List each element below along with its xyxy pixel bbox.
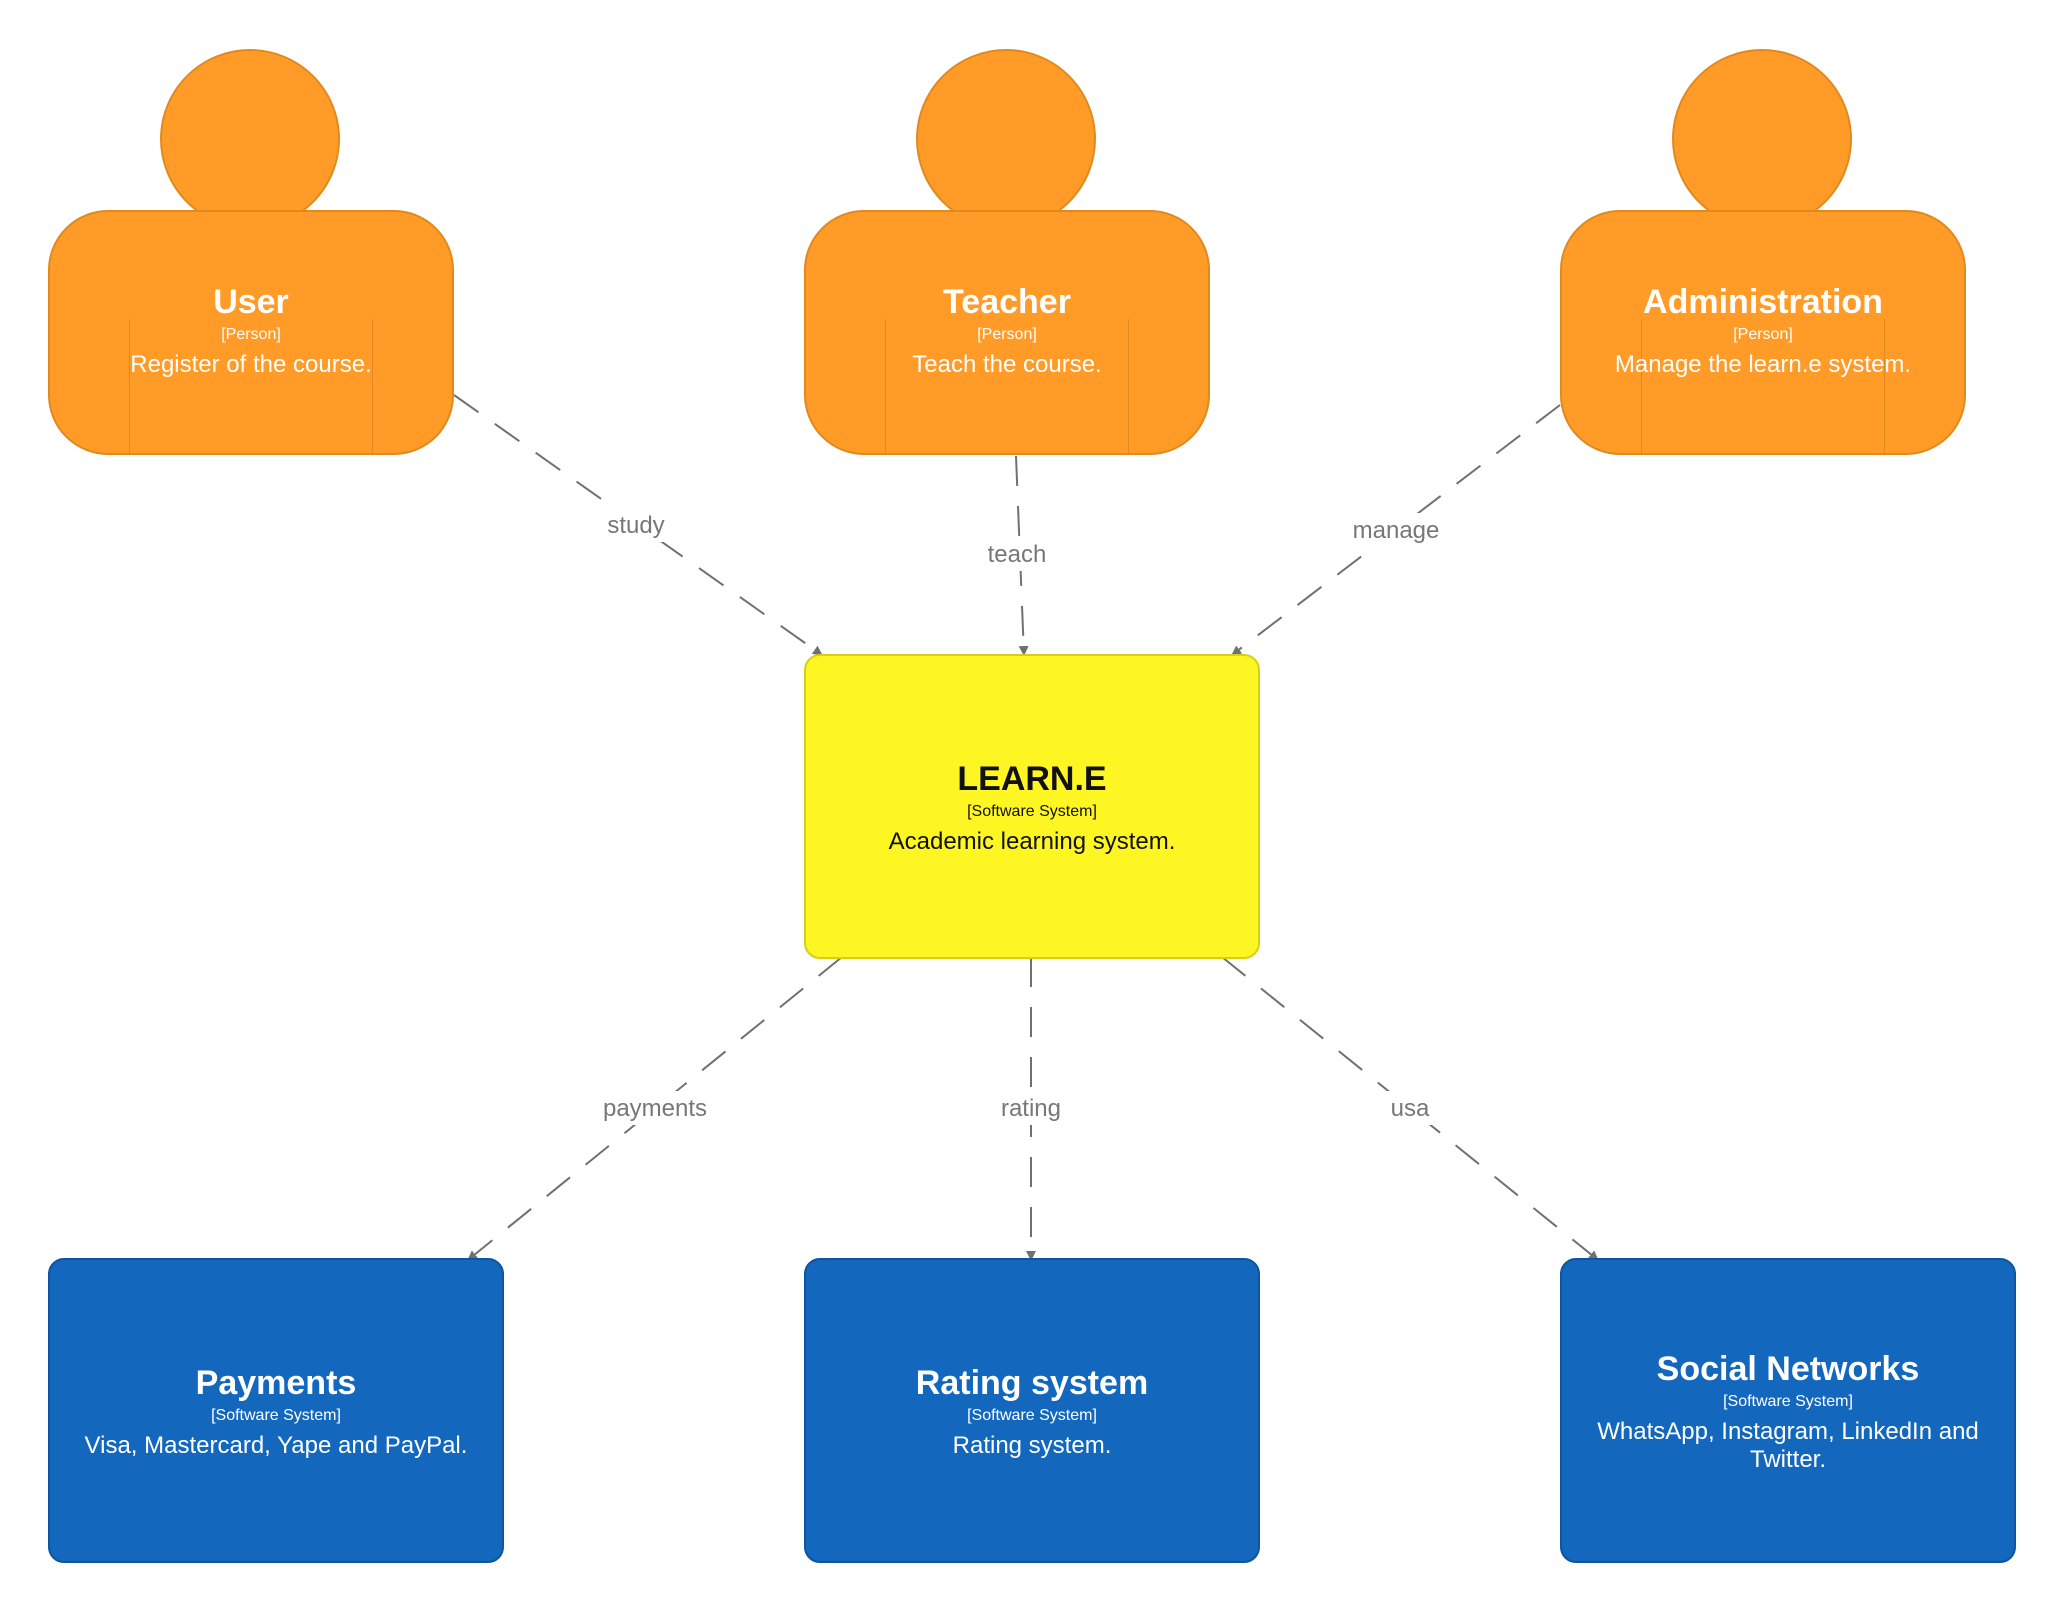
person-divider	[885, 319, 886, 455]
person-divider	[129, 319, 130, 455]
person-divider	[1884, 319, 1885, 455]
edge-label-bg	[594, 1091, 716, 1125]
person-text: Teacher [Person] Teach the course.	[814, 281, 1200, 379]
person-head-icon	[1672, 49, 1852, 229]
person-tag: [Person]	[977, 326, 1037, 343]
person-tag: [Person]	[221, 326, 281, 343]
system-description: Visa, Mastercard, Yape and PayPal.	[84, 1431, 468, 1459]
edge-label-teach: teach	[988, 541, 1047, 568]
edge-usa	[1221, 956, 1599, 1261]
system-social-networks[interactable]: Social Networks [Software System] WhatsA…	[1560, 1258, 2016, 1563]
person-name: Administration	[1643, 283, 1883, 321]
edge-label-usa: usa	[1391, 1095, 1430, 1122]
system-description: WhatsApp, Instagram, LinkedIn and Twitte…	[1597, 1417, 1979, 1473]
person-divider	[1128, 319, 1129, 455]
edge-label-bg	[1342, 513, 1450, 547]
person-head-icon	[160, 49, 340, 229]
system-description: Rating system.	[952, 1431, 1112, 1459]
system-tag: [Software System]	[967, 1406, 1097, 1424]
person-name: User	[213, 283, 289, 321]
person-tag: [Person]	[1733, 326, 1793, 343]
edge-teach	[1015, 455, 1029, 656]
system-tag: [Software System]	[1723, 1392, 1853, 1410]
edge-label-study: study	[607, 512, 664, 539]
person-head-icon	[916, 49, 1096, 229]
person-teacher[interactable]: Teacher [Person] Teach the course.	[804, 49, 1210, 455]
person-description: Teach the course.	[912, 351, 1102, 378]
edge-label-bg	[994, 1091, 1068, 1125]
edge-label-manage: manage	[1353, 517, 1440, 544]
edge-payments	[467, 956, 843, 1261]
system-name: Rating system	[915, 1363, 1149, 1402]
edge-label-bg	[1384, 1091, 1436, 1125]
system-payments[interactable]: Payments [Software System] Visa, Masterc…	[48, 1258, 504, 1563]
person-text: User [Person] Register of the course.	[58, 281, 444, 379]
person-description: Register of the course.	[130, 351, 372, 378]
edge-label-bg	[982, 537, 1052, 571]
person-user[interactable]: User [Person] Register of the course.	[48, 49, 454, 455]
system-rating[interactable]: Rating system [Software System] Rating s…	[804, 1258, 1260, 1563]
edge-label-rating: rating	[1001, 1095, 1061, 1122]
person-description: Manage the learn.e system.	[1614, 351, 1912, 378]
person-text: Administration [Person] Manage the learn…	[1570, 281, 1956, 379]
person-body-icon	[48, 210, 454, 455]
system-name: Payments	[195, 1363, 357, 1402]
system-learn-e[interactable]: LEARN.E [Software System] Academic learn…	[804, 654, 1260, 959]
person-divider	[372, 319, 373, 455]
person-body-icon	[804, 210, 1210, 455]
edge-label-payments: payments	[603, 1095, 707, 1122]
system-description: Academic learning system.	[888, 827, 1176, 855]
person-name: Teacher	[943, 283, 1071, 321]
person-administration[interactable]: Administration [Person] Manage the learn…	[1560, 49, 1966, 455]
system-name: Social Networks	[1656, 1349, 1920, 1388]
person-divider	[1641, 319, 1642, 455]
person-body-icon	[1560, 210, 1966, 455]
system-tag: [Software System]	[211, 1406, 341, 1424]
edge-label-bg	[596, 508, 676, 542]
system-tag: [Software System]	[967, 802, 1097, 820]
system-name: LEARN.E	[957, 759, 1107, 798]
